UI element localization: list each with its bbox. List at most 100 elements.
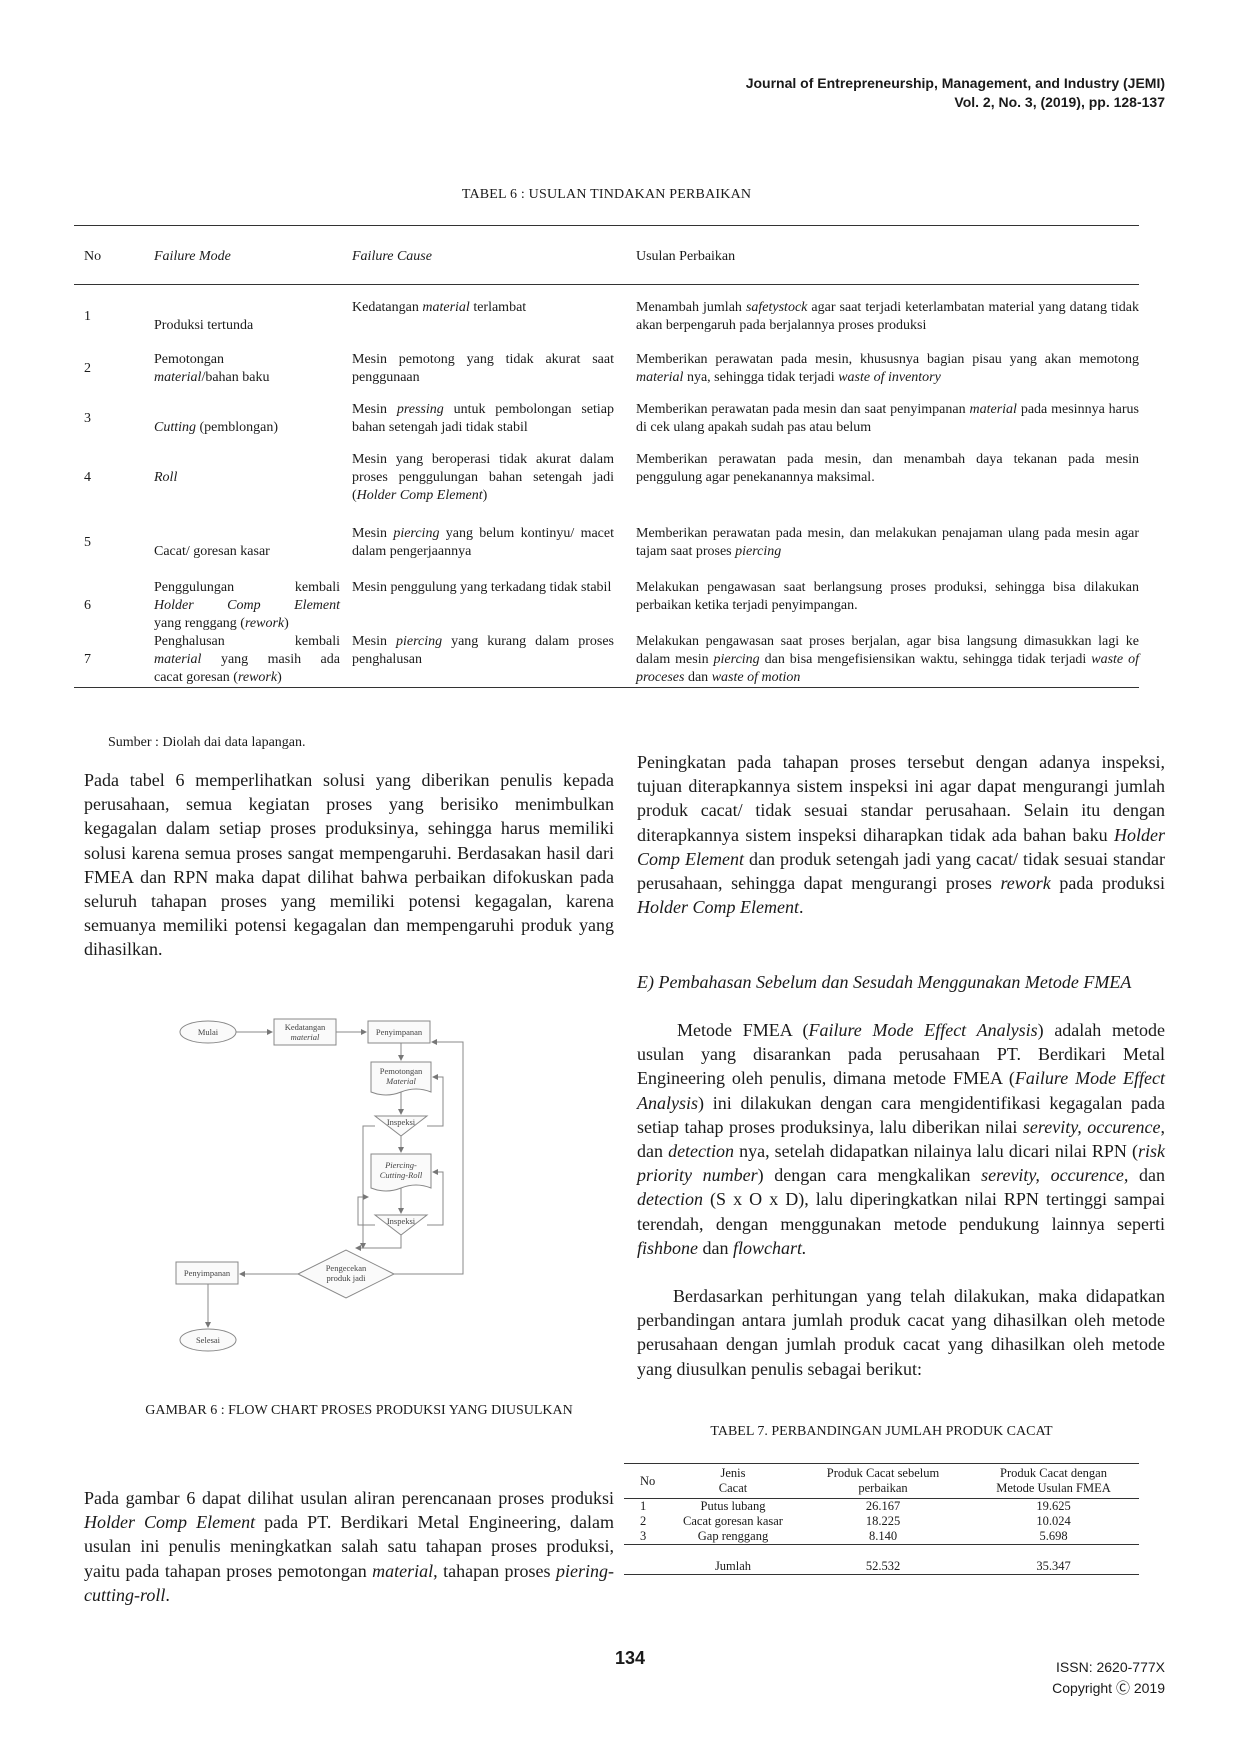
cell-fix: Menambah jumlah safetystock agar saat te…: [636, 300, 1139, 333]
cell-no: 3: [84, 411, 91, 426]
flow-arrow: [357, 1194, 375, 1226]
cell-after: 19.625: [1036, 1499, 1071, 1513]
flow-arrow: [394, 1039, 464, 1275]
flow-label-penyimpanan1: Penyimpanan: [376, 1027, 423, 1037]
cell-cause: Mesin penggulung yang terkadang tidak st…: [352, 580, 612, 595]
table-row: 5 Cacat/ goresan kasar Mesin piercing ya…: [74, 505, 1139, 561]
table-row: 1 Putus lubang 26.167 19.625: [624, 1499, 1139, 1515]
figure6-caption: GAMBAR 6 : FLOW CHART PROSES PRODUKSI YA…: [145, 1403, 573, 1418]
table-row: 3 Cutting (pemblongan) Mesin pressing un…: [74, 387, 1139, 437]
flow-inspeksi1-node: [373, 1115, 429, 1137]
copyright: Copyright Ⓒ 2019: [1052, 1680, 1165, 1696]
table6-caption: TABEL 6 : USULAN TINDAKAN PERBAIKAN: [461, 187, 752, 202]
flow-inspeksi2-node: [373, 1214, 429, 1236]
cell-cause: Mesin pemotong yang tidak akurat saat pe…: [352, 352, 614, 385]
cell-fix: Memberikan perawatan pada mesin, dan mel…: [636, 526, 1139, 559]
table6-source: Sumber : Diolah dai data lapangan.: [108, 735, 306, 750]
flow-kedatangan-node: [273, 1018, 337, 1046]
flowchart-figure: Mulai Kedatangan material Penyimpanan Pe…: [175, 1018, 464, 1352]
table-row: 3 Gap renggang 8.140 5.698: [624, 1529, 1139, 1545]
right-paragraph-3: Berdasarkan perhitungan yang telah dilak…: [637, 1286, 1165, 1379]
cell-no: 1: [640, 1499, 647, 1513]
issn-block: ISSN: 2620-777X Copyright Ⓒ 2019: [1052, 1657, 1165, 1699]
cell-no: 4: [84, 470, 91, 485]
cell-after: 10.024: [1036, 1514, 1071, 1528]
cell-cause: Mesin piercing yang belum kontinyu/ mace…: [352, 526, 614, 559]
total-before: 52.532: [798, 1544, 968, 1575]
flow-pcr-node: [370, 1153, 432, 1192]
flow-label-inspeksi1: Inspeksi: [387, 1117, 416, 1127]
flow-arrow: [355, 1235, 402, 1251]
table-row: 1 Produksi tertunda Kedatangan material …: [74, 285, 1139, 336]
cell-no: 5: [84, 535, 91, 550]
cell-no: 2: [640, 1514, 647, 1528]
flow-arrow: [427, 1074, 444, 1127]
cell-fix: Melakukan pengawasan saat proses berjala…: [636, 633, 1139, 688]
flow-label-mulai: Mulai: [198, 1027, 219, 1037]
cell-jenis: Cacat goresan kasar: [683, 1514, 783, 1528]
right-paragraph-1: Peningkatan pada tahapan proses tersebut…: [637, 752, 1166, 918]
table6-header-mode: Failure Mode: [154, 225, 352, 285]
journal-title: Journal of Entrepreneurship, Management,…: [745, 75, 1165, 91]
cell-mode: Cacat/ goresan kasar: [154, 544, 270, 559]
cell-before: 8.140: [798, 1529, 968, 1545]
cell-no: 3: [624, 1529, 668, 1545]
flow-pemotongan-node: [370, 1061, 432, 1096]
cell-mode: Produksi tertunda: [154, 318, 254, 333]
cell-no: 6: [84, 598, 91, 613]
table6-header-fix: Usulan Perbaikan: [636, 225, 1139, 285]
left-paragraph-2: Pada gambar 6 dapat dilihat usulan alira…: [84, 1488, 614, 1605]
table6-header-no: No: [74, 225, 154, 285]
cell-jenis: Gap renggang: [668, 1529, 798, 1545]
cell-before: 18.225: [865, 1514, 901, 1528]
left-paragraph-1: Pada tabel 6 memperlihatkan solusi yang …: [84, 770, 614, 960]
journal-header: Journal of Entrepreneurship, Management,…: [746, 74, 1165, 112]
flow-label-pengecekan2: produk jadi: [327, 1273, 367, 1283]
flow-label-pemotongan2: Material: [385, 1076, 416, 1086]
cell-no: 2: [84, 361, 91, 376]
cell-jenis: Putus lubang: [700, 1499, 766, 1513]
table7-total-row: Jumlah 52.532 35.347: [624, 1544, 1139, 1575]
issn: ISSN: 2620-777X: [1056, 1659, 1165, 1675]
cell-no: 1: [84, 309, 91, 324]
cell-after: 5.698: [968, 1529, 1139, 1545]
flow-label-pcr2: Cutting-Roll: [380, 1170, 423, 1180]
table6-header-cause: Failure Cause: [352, 225, 636, 285]
cell-before: 26.167: [865, 1499, 901, 1513]
flow-label-kedatangan2: material: [291, 1032, 320, 1042]
table7-header-no: No: [624, 1463, 668, 1499]
cell-cause: Mesin piercing yang kurang dalam proses …: [352, 633, 636, 688]
cell-fix: Melakukan pengawasan saat berlangsung pr…: [636, 580, 1139, 613]
cell-cause: Kedatangan material terlambat: [352, 300, 527, 315]
flow-arrow: [427, 1169, 444, 1226]
flow-label-selesai: Selesai: [196, 1335, 221, 1345]
flow-label-kedatangan: Kedatangan: [285, 1022, 326, 1032]
flow-end-node: [179, 1328, 237, 1352]
section-heading-e: E) Pembahasan Sebelum dan Sesudah Menggu…: [637, 972, 1132, 992]
cell-fix: Memberikan perawatan pada mesin dan saat…: [636, 402, 1139, 435]
flow-label-inspeksi2: Inspeksi: [387, 1216, 416, 1226]
table-row: 4 Roll Mesin yang beroperasi tidak akura…: [74, 437, 1139, 505]
total-after: 35.347: [968, 1544, 1139, 1575]
table6: No Failure Mode Failure Cause Usulan Per…: [74, 225, 1139, 688]
cell-mode: Cutting (pemblongan): [154, 420, 279, 435]
flow-penyimpanan2-node: [175, 1261, 239, 1285]
cell-no: 7: [74, 633, 154, 688]
table7-caption: TABEL 7. PERBANDINGAN JUMLAH PRODUK CACA…: [710, 1424, 1053, 1439]
table-row: 2 Cacat goresan kasar 18.225 10.024: [624, 1514, 1139, 1529]
right-paragraph-2: Metode FMEA (Failure Mode Effect Analysi…: [637, 1020, 1165, 1258]
journal-volume: Vol. 2, No. 3, (2019), pp. 128-137: [954, 94, 1165, 110]
flow-arrow: [360, 1125, 375, 1249]
flow-label-pengecekan1: Pengecekan: [326, 1263, 367, 1273]
page-number: 134: [614, 1648, 646, 1668]
cell-fix: Memberikan perawatan pada mesin, dan men…: [636, 452, 1139, 485]
